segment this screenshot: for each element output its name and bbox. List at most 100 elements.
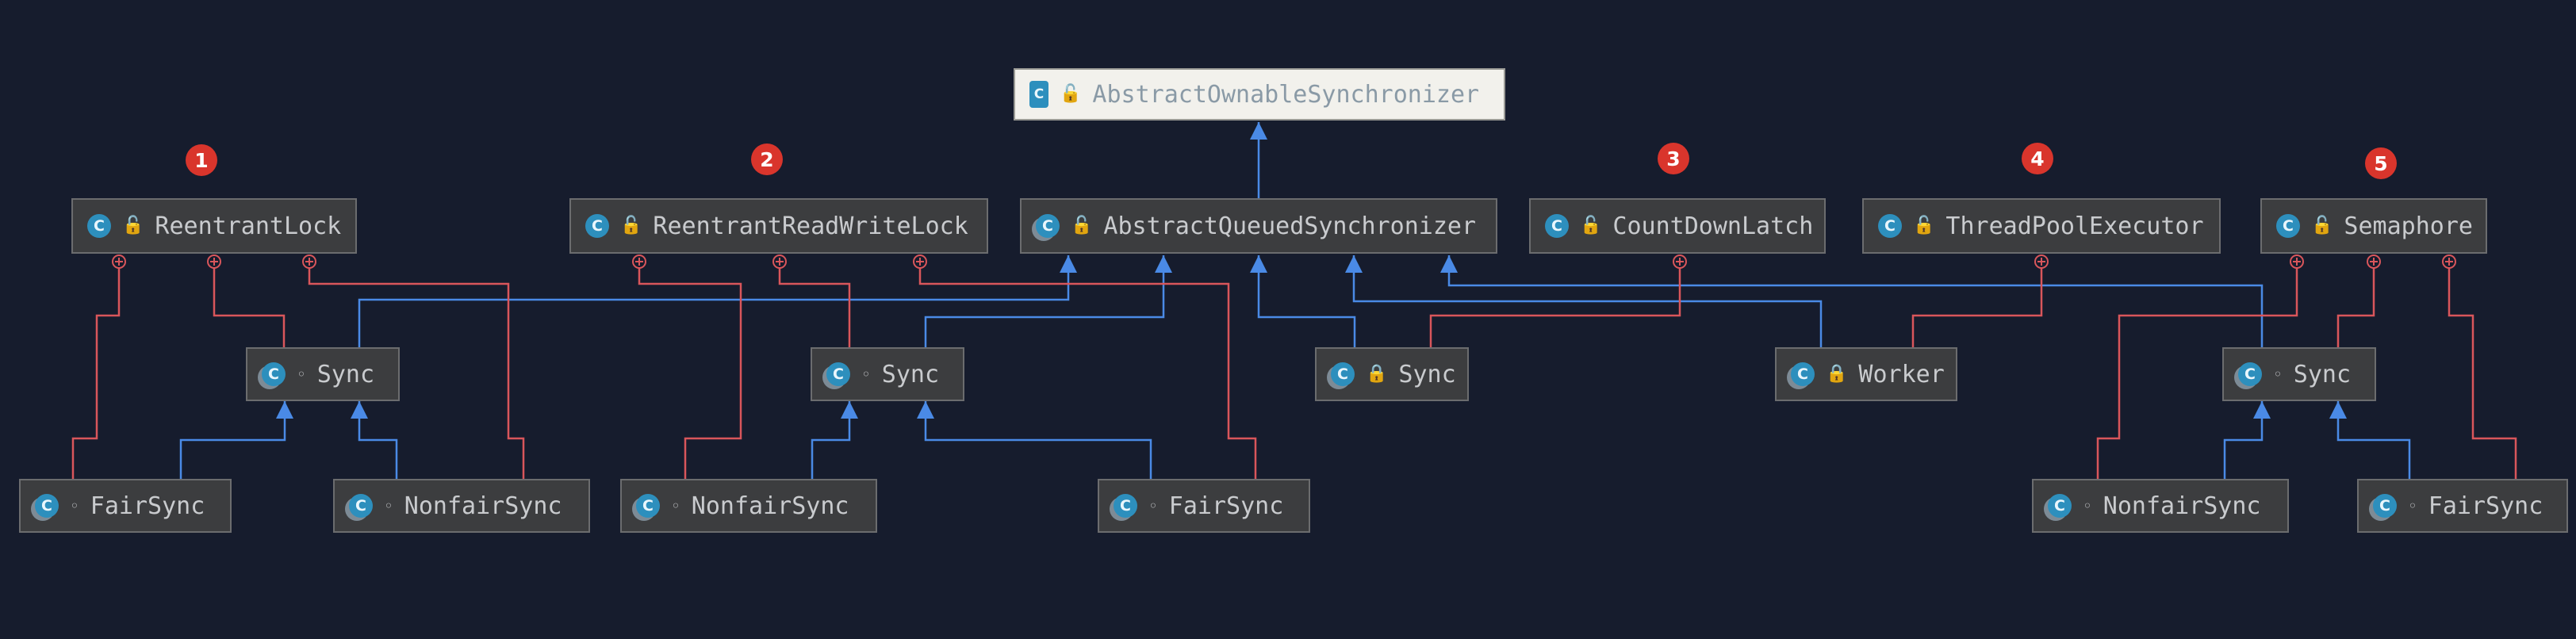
node-semaphore-nonfair-sync[interactable]: C ◦ NonfairSync <box>2032 479 2289 533</box>
node-label: NonfairSync <box>2103 492 2261 520</box>
class-icon: C <box>1029 81 1048 108</box>
package-private-icon: ◦ <box>297 365 306 384</box>
cdl-sync-extends-aqs <box>1250 255 1356 349</box>
badge-3: 3 <box>1658 143 1689 174</box>
inner-class-lines <box>71 254 2517 480</box>
rl-fair-extends-sync <box>179 401 293 480</box>
node-reentrant-read-write-lock[interactable]: C 🔓 ReentrantReadWriteLock <box>569 198 988 254</box>
sem-has-fair <box>2442 254 2517 480</box>
node-label: FairSync <box>1168 492 1284 520</box>
node-thread-pool-executor-worker[interactable]: C 🔒 Worker <box>1775 347 1957 401</box>
class-icon: C <box>87 214 111 238</box>
rl-nonfair-extends-sync <box>351 401 398 480</box>
node-abstract-ownable-synchronizer[interactable]: C 🔓 AbstractOwnableSynchronizer <box>1014 68 1505 121</box>
badge-4: 4 <box>2022 143 2053 174</box>
node-label: CountDownLatch <box>1612 212 1814 240</box>
public-icon: 🔓 <box>620 216 642 235</box>
sem-nonfair-extends-sync <box>2223 401 2271 480</box>
inheritance-lines <box>179 122 2411 480</box>
private-lock-icon: 🔒 <box>1826 364 1848 384</box>
node-count-down-latch[interactable]: C 🔓 CountDownLatch <box>1529 198 1826 254</box>
node-label: ReentrantReadWriteLock <box>653 212 968 240</box>
node-thread-pool-executor[interactable]: C 🔓 ThreadPoolExecutor <box>1862 198 2221 254</box>
badge-5: 5 <box>2365 147 2397 179</box>
rrwl-fair-extends-sync <box>917 401 1152 480</box>
rrwl-nonfair-extends-sync <box>811 401 858 480</box>
class-icon: C <box>585 214 609 238</box>
node-label: NonfairSync <box>404 492 562 520</box>
node-label: AbstractOwnableSynchronizer <box>1092 80 1480 109</box>
node-reentrant-lock-fair-sync[interactable]: C ◦ FairSync <box>19 479 232 533</box>
node-label: FairSync <box>2428 492 2543 520</box>
package-private-icon: ◦ <box>861 365 871 384</box>
package-private-icon: ◦ <box>2408 496 2417 515</box>
inner-class-icon: C <box>2238 362 2262 386</box>
rrwl-sync-extends-aqs <box>924 255 1172 349</box>
package-private-icon: ◦ <box>384 496 393 515</box>
node-abstract-queued-synchronizer[interactable]: C 🔓 AbstractQueuedSynchronizer <box>1020 198 1497 254</box>
node-label: ReentrantLock <box>155 212 342 240</box>
rl-has-fair <box>71 254 126 480</box>
package-private-icon: ◦ <box>70 496 79 515</box>
class-icon: C <box>1545 214 1569 238</box>
node-reentrant-rw-lock-fair-sync[interactable]: C ◦ FairSync <box>1098 479 1310 533</box>
package-private-icon: ◦ <box>2083 496 2092 515</box>
node-reentrant-rw-lock-nonfair-sync[interactable]: C ◦ NonfairSync <box>620 479 877 533</box>
node-semaphore[interactable]: C 🔓 Semaphore <box>2260 198 2487 254</box>
public-icon: 🔓 <box>1913 216 1935 235</box>
class-icon: C <box>2276 214 2300 238</box>
class-icon: C <box>1036 214 1060 238</box>
inner-class-icon: C <box>636 494 660 518</box>
inner-class-icon: C <box>2373 494 2397 518</box>
node-label: Sync <box>1398 360 1456 388</box>
public-icon: 🔓 <box>1060 84 1082 104</box>
inner-class-icon: C <box>1791 362 1815 386</box>
tpe-has-worker <box>1911 254 2049 349</box>
node-label: NonfairSync <box>691 492 849 520</box>
inner-class-icon: C <box>2048 494 2072 518</box>
sem-has-sync <box>2336 254 2381 349</box>
node-reentrant-lock-nonfair-sync[interactable]: C ◦ NonfairSync <box>333 479 590 533</box>
rrwl-has-sync <box>772 254 851 349</box>
node-label: FairSync <box>90 492 205 520</box>
rl-has-nonfair <box>302 254 525 480</box>
node-label: Sync <box>316 360 375 388</box>
node-label: ThreadPoolExecutor <box>1945 212 2204 240</box>
package-private-icon: ◦ <box>2273 365 2283 384</box>
package-private-icon: ◦ <box>671 496 680 515</box>
node-semaphore-fair-sync[interactable]: C ◦ FairSync <box>2357 479 2568 533</box>
worker-extends-aqs <box>1345 255 1823 349</box>
node-label: AbstractQueuedSynchronizer <box>1103 212 1477 240</box>
rl-sync-extends-aqs <box>358 255 1077 349</box>
public-icon: 🔓 <box>122 216 144 235</box>
node-reentrant-lock[interactable]: C 🔓 ReentrantLock <box>71 198 357 254</box>
sem-sync-extends-aqs <box>1440 255 2264 349</box>
node-label: Worker <box>1858 360 1945 388</box>
rrwl-has-nonfair <box>632 254 742 480</box>
rrwl-has-fair <box>913 254 1257 480</box>
public-icon: 🔓 <box>1580 216 1602 235</box>
node-label: Semaphore <box>2344 212 2473 240</box>
inner-class-icon: C <box>349 494 373 518</box>
rl-has-sync <box>207 254 286 349</box>
sem-fair-extends-sync <box>2329 401 2411 480</box>
inner-class-icon: C <box>262 362 286 386</box>
public-icon: 🔓 <box>2311 216 2333 235</box>
inner-class-icon: C <box>1331 362 1355 386</box>
node-label: Sync <box>881 360 940 388</box>
class-icon: C <box>1878 214 1902 238</box>
node-semaphore-sync[interactable]: C ◦ Sync <box>2222 347 2376 401</box>
package-private-icon: ◦ <box>1148 496 1158 515</box>
node-count-down-latch-sync[interactable]: C 🔒 Sync <box>1315 347 1469 401</box>
inner-class-icon: C <box>1114 494 1137 518</box>
inner-class-icon: C <box>35 494 59 518</box>
cdl-has-sync <box>1429 254 1687 349</box>
inner-class-icon: C <box>826 362 850 386</box>
node-reentrant-lock-sync[interactable]: C ◦ Sync <box>246 347 400 401</box>
private-lock-icon: 🔒 <box>1366 364 1388 384</box>
node-reentrant-rw-lock-sync[interactable]: C ◦ Sync <box>811 347 964 401</box>
node-label: Sync <box>2293 360 2352 388</box>
sem-has-nonfair <box>2096 254 2304 480</box>
